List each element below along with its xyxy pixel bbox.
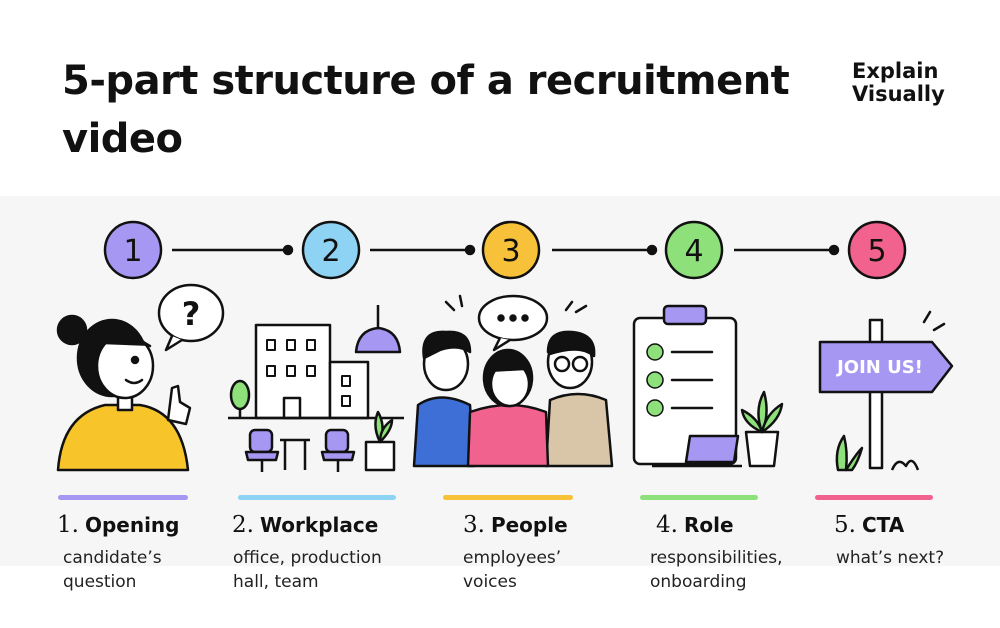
- step-number: 5.: [834, 512, 856, 538]
- step-desc-line: onboarding: [650, 572, 747, 592]
- svg-text:?: ?: [182, 295, 201, 333]
- plant-icon: [374, 410, 394, 444]
- laptop-icon: [652, 434, 742, 468]
- svg-text:3: 3: [501, 234, 520, 269]
- svg-text:1: 1: [123, 234, 142, 269]
- step-desc-1: candidate’s question: [63, 546, 162, 594]
- step-label-5: 5. CTA: [834, 512, 904, 538]
- opening-illustration: ?: [56, 283, 225, 472]
- step-desc-line: what’s next?: [836, 548, 945, 568]
- speech-bubble-icon: [477, 294, 549, 352]
- step-desc-line: candidate’s: [63, 548, 162, 568]
- people-illustration: [412, 294, 614, 468]
- plant-icon: [740, 390, 784, 468]
- step-label-4: 4. Role: [656, 512, 734, 538]
- step-bar-3: [443, 495, 573, 500]
- step-desc-line: responsibilities,: [650, 548, 783, 568]
- checkmark-icon: [646, 343, 664, 417]
- clipboard-icon: [632, 304, 738, 466]
- step-desc-line: office, production: [233, 548, 382, 568]
- step-name: CTA: [861, 513, 905, 537]
- step-name: Workplace: [259, 513, 379, 537]
- svg-text:5: 5: [867, 234, 886, 269]
- step-circle-4: 4: [664, 220, 724, 280]
- brand-line-1: Explain: [852, 59, 939, 83]
- svg-text:4: 4: [684, 234, 703, 269]
- step-circle-2: 2: [301, 220, 361, 280]
- step-number: 4.: [656, 512, 678, 538]
- step-desc-line: question: [63, 572, 137, 592]
- step-circle-1: 1: [103, 220, 163, 280]
- step-desc-3: employees’ voices: [463, 546, 561, 594]
- chair-icon: [244, 428, 280, 472]
- step-label-3: 3. People: [463, 512, 568, 538]
- step-desc-line: employees’: [463, 548, 562, 568]
- svg-text:JOIN US!: JOIN US!: [835, 357, 923, 378]
- lamp-icon: [354, 305, 402, 354]
- step-desc-line: voices: [463, 572, 517, 592]
- chair-icon: [320, 428, 356, 472]
- step-bar-2: [238, 495, 396, 500]
- step-name: Role: [683, 513, 734, 537]
- brand-logo: Explain Visually: [852, 60, 962, 106]
- step-desc-line: hall, team: [233, 572, 319, 592]
- step-circle-3: 3: [481, 220, 541, 280]
- step-bar-4: [640, 495, 758, 500]
- step-number: 3.: [463, 512, 485, 538]
- svg-text:2: 2: [321, 234, 340, 269]
- step-number: 2.: [232, 512, 254, 538]
- step-desc-5: what’s next?: [836, 546, 944, 570]
- step-name: People: [490, 513, 568, 537]
- building-icon: [254, 323, 370, 420]
- question-bubble-icon: ?: [157, 283, 225, 352]
- step-name: Opening: [84, 513, 180, 537]
- step-bar-1: [58, 495, 188, 500]
- role-illustration: [632, 304, 784, 468]
- step-desc-4: responsibilities, onboarding: [650, 546, 783, 594]
- page-title: 5-part structure of a recruitment video: [62, 58, 790, 162]
- step-label-2: 2. Workplace: [232, 512, 378, 538]
- step-number: 1.: [57, 512, 79, 538]
- step-label-1: 1. Opening: [57, 512, 179, 538]
- step-bar-5: [815, 495, 933, 500]
- step-desc-2: office, production hall, team: [233, 546, 382, 594]
- timeline-connectors: [172, 244, 840, 256]
- workplace-illustration: [228, 305, 404, 472]
- step-circle-5: 5: [847, 220, 907, 280]
- brand-line-2: Visually: [852, 82, 945, 106]
- signpost-icon: JOIN US!: [818, 310, 954, 472]
- plant-icon: [229, 379, 251, 418]
